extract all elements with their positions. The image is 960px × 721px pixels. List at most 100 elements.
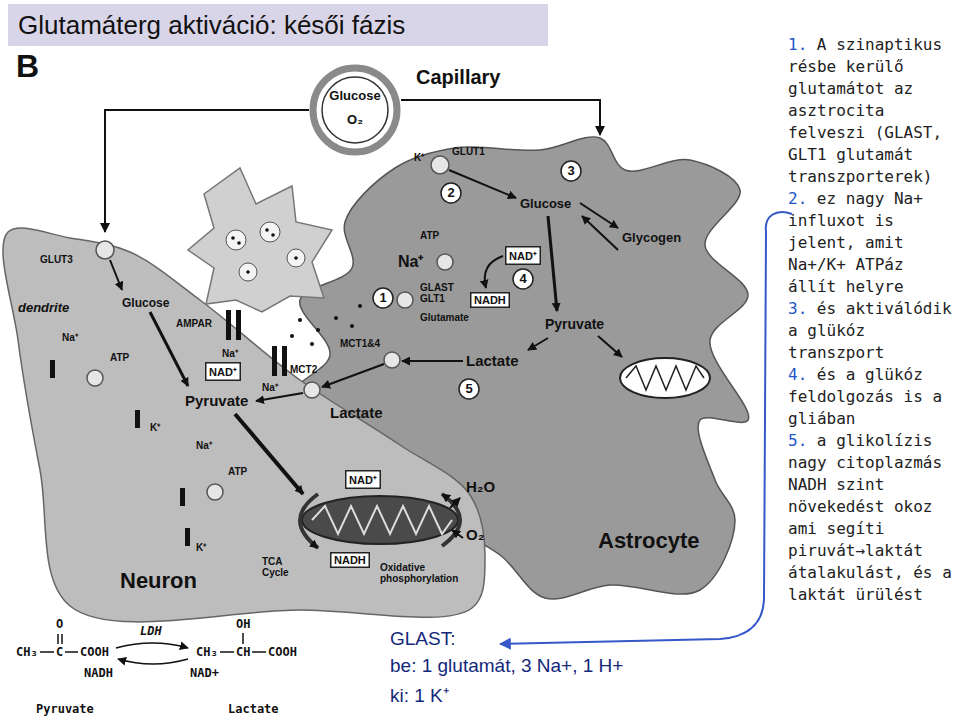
part-label: Lactate xyxy=(330,404,383,421)
part-label: Na⁺ xyxy=(62,330,78,344)
cofactor-label: NADH xyxy=(474,294,506,306)
callout-number: 2 xyxy=(440,182,462,204)
glutamate-dot xyxy=(298,318,302,322)
chemical-label: Lactate xyxy=(228,702,279,716)
part-label: MCT1&4 xyxy=(340,338,380,349)
part-label: AMPAR xyxy=(176,318,212,329)
transporter-note: be: 1 glutamát, 3 Na+, 1 H+ xyxy=(390,655,623,677)
part-label: Na⁺ xyxy=(398,250,423,272)
part-label: K⁺ xyxy=(414,150,424,164)
cofactor-box: NADH xyxy=(330,552,370,568)
chemical-label: NADH xyxy=(84,666,113,680)
part-label: Lactate xyxy=(466,352,519,369)
callout-circle xyxy=(373,288,393,308)
note-item: 3.és aktiválódik a glükóz transzport xyxy=(788,298,960,364)
box-outline xyxy=(506,247,541,265)
chemical-bond xyxy=(65,651,78,653)
part-label: GLUT1 xyxy=(452,146,485,157)
chemical-label: O xyxy=(56,617,63,631)
chemical-label: COOH xyxy=(80,645,109,659)
chemical-label: CH₃ xyxy=(196,645,218,659)
note-number: 2. xyxy=(788,189,807,208)
cofactor-box: NAD⁺ xyxy=(505,246,541,265)
mitochondrion xyxy=(302,496,458,544)
capillary-circle: CapillaryGlucoseO₂ xyxy=(309,64,401,156)
ampa-receptor xyxy=(236,310,241,340)
note-item: 2.ez nagy Na+ influxot is jelent, amit N… xyxy=(788,188,960,298)
part-label: dendrite xyxy=(18,300,69,315)
transporter xyxy=(384,352,400,368)
callout-number: 1 xyxy=(372,287,394,309)
glutamate-dot xyxy=(334,316,338,320)
part-label: K⁺ xyxy=(196,540,206,554)
capillary-lumen xyxy=(322,77,388,143)
glutamate-dot xyxy=(310,342,314,346)
glutamate-dot xyxy=(358,304,362,308)
connector-arrow xyxy=(401,100,600,135)
node-text: Glucose xyxy=(329,88,380,103)
ion-channel xyxy=(50,360,55,378)
glutamate-dot xyxy=(316,328,320,332)
part-label: Na⁺ xyxy=(262,380,278,394)
cell-outline xyxy=(292,137,749,599)
box-outline xyxy=(331,553,370,568)
part-label: Pyruvate xyxy=(545,316,604,332)
chemical-bond xyxy=(242,633,244,644)
glutamate-dot xyxy=(265,228,269,232)
chemical-bond xyxy=(61,634,63,644)
vesicle xyxy=(260,222,280,242)
atpase xyxy=(437,254,453,270)
callout-text: 3 xyxy=(560,160,582,182)
capillary-wall xyxy=(313,68,397,152)
chemical-label: LDH xyxy=(140,624,162,638)
transporter xyxy=(397,292,413,308)
node-shape xyxy=(8,232,486,612)
part-label: Glucose xyxy=(122,296,169,310)
cofactor-label: NADH xyxy=(334,554,366,566)
note-text: és aktiválódik a glükóz transzport xyxy=(788,299,952,362)
node-heading: Neuron xyxy=(120,568,197,594)
glutamate-dot xyxy=(237,241,241,245)
note-number: 3. xyxy=(788,299,807,318)
callout-text: 2 xyxy=(440,182,462,204)
note-item: 1.A szinaptikus résbe kerülő glutamátot … xyxy=(788,34,960,188)
note-text: ez nagy Na+ influxot is jelent, amit Na+… xyxy=(788,189,923,296)
ampa-receptor xyxy=(226,310,231,340)
callout-circle xyxy=(459,379,479,399)
callout-number: 4 xyxy=(512,268,534,290)
vesicle xyxy=(239,263,257,281)
atpase xyxy=(87,370,103,386)
note-item: 5.a glikolízis nagy citoplazmás NADH szi… xyxy=(788,430,960,606)
atpase xyxy=(207,484,223,500)
part-label: ATP xyxy=(420,230,439,241)
note-number: 4. xyxy=(788,365,807,384)
note-text: és a glükóz feldolgozás is a gliában xyxy=(788,365,942,428)
cofactor-label: NAD⁺ xyxy=(209,364,237,379)
chemical-label: CH xyxy=(236,645,250,659)
vesicle xyxy=(287,249,305,267)
callout-number: 5 xyxy=(458,378,480,400)
callout-text: 5 xyxy=(458,378,480,400)
ampa-receptor xyxy=(282,346,287,376)
part-label: TCA Cycle xyxy=(262,556,296,578)
part-label: O₂ xyxy=(466,526,484,543)
glutamate-dot xyxy=(246,270,250,274)
note-item: 4.és a glükóz feldolgozás is a gliában xyxy=(788,364,960,430)
presynaptic-terminal xyxy=(188,168,332,312)
box-outline xyxy=(206,363,241,381)
chemical-label: Pyruvate xyxy=(36,702,94,716)
callout-text: 4 xyxy=(512,268,534,290)
node-heading: Astrocyte xyxy=(598,528,699,554)
box-outline xyxy=(471,293,510,308)
transporter xyxy=(431,156,449,174)
part-label: GLAST GLT1 xyxy=(420,282,458,304)
mitochondrion xyxy=(620,358,710,398)
glutamate-dot xyxy=(350,324,354,328)
node-shape xyxy=(309,64,401,156)
chemical-label: C xyxy=(56,645,63,659)
chemical-label: NAD+ xyxy=(190,666,219,680)
part-label: Na⁺ xyxy=(196,438,212,452)
notes-column: 1.A szinaptikus résbe kerülő glutamátot … xyxy=(788,34,960,606)
equilibrium-arrow xyxy=(118,659,188,664)
